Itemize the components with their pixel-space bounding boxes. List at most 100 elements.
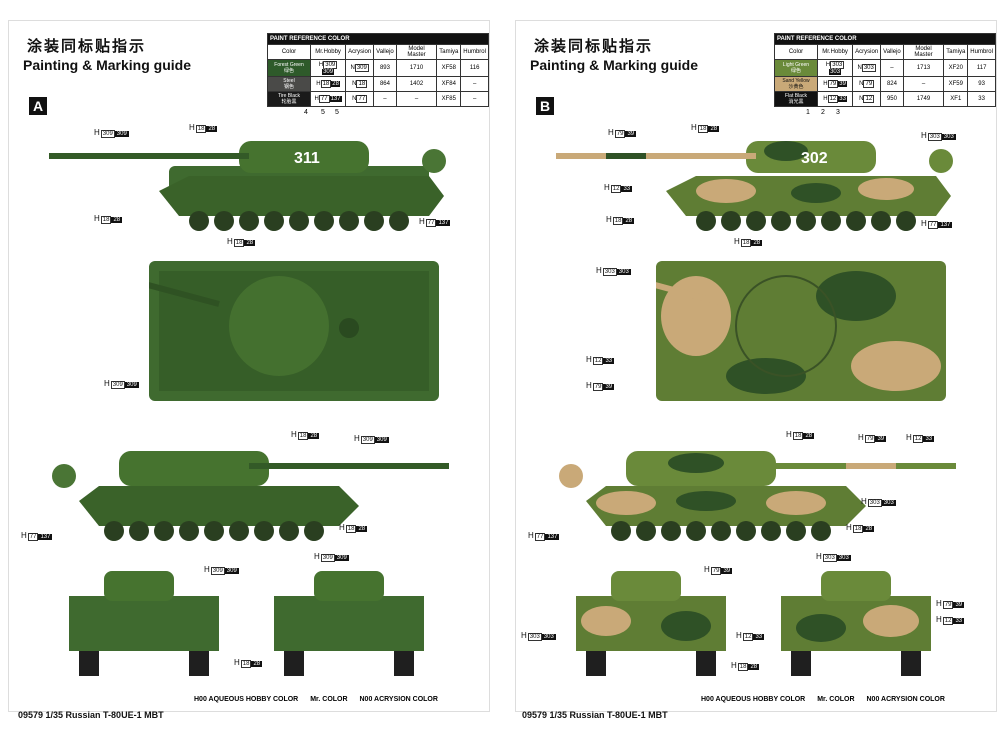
legend-acrysion: N00 ACRYSION COLOR xyxy=(359,696,438,703)
paint-reference-table: PAINT REFERENCE COLOR Color Mr.Hobby Acr… xyxy=(267,33,489,107)
turret-number: 302 xyxy=(801,150,828,167)
legend-hobby: H00 AQUEOUS HOBBY COLOR xyxy=(701,696,806,703)
legend-mr: Mr. COLOR xyxy=(310,696,348,703)
product-footer: 09579 1/35 Russian T-80UE-1 MBT xyxy=(18,710,164,720)
scheme-letter: A xyxy=(29,97,47,115)
col-header: Mr.Hobby xyxy=(816,44,854,60)
turret-number: 311 xyxy=(294,150,320,167)
legend-hobby: H00 AQUEOUS HOBBY COLOR xyxy=(194,696,299,703)
legend-mr: Mr. COLOR xyxy=(817,696,855,703)
tank-top-view xyxy=(656,256,946,401)
col-header: Tamiya xyxy=(943,44,969,60)
title-en: Painting & Marking guide xyxy=(530,57,699,73)
tank-top-view xyxy=(149,256,439,401)
col-header: Vallejo xyxy=(880,44,904,60)
tank-rear-view xyxy=(781,571,931,676)
callout-number: 4 xyxy=(304,109,308,116)
col-header: Acrysion xyxy=(345,44,375,60)
callout-number: 1 xyxy=(806,109,810,116)
table-title: PAINT REFERENCE COLOR xyxy=(267,33,489,45)
callout-number: 5 xyxy=(335,109,339,116)
sheet-scheme-b: 涂装同标贴指示 Painting & Marking guide B PAINT… xyxy=(515,20,997,712)
tank-front-view xyxy=(576,571,726,676)
col-header: Vallejo xyxy=(373,44,397,60)
callout-number: 5 xyxy=(321,109,325,116)
paint-reference-table: PAINT REFERENCE COLOR Color Mr.Hobby Acr… xyxy=(774,33,996,107)
col-header: Tamiya xyxy=(436,44,462,60)
col-header: Color xyxy=(267,44,311,60)
col-header: Mr.Hobby xyxy=(309,44,347,60)
col-header: Model Master xyxy=(395,44,438,60)
tank-front-view xyxy=(69,571,219,676)
sheet-scheme-a: 涂装同标贴指示 Painting & Marking guide A PAINT… xyxy=(8,20,490,712)
tank-side-view-left xyxy=(559,451,956,541)
callout-number: 2 xyxy=(821,109,825,116)
col-header: Humbrol xyxy=(460,44,489,60)
tank-rear-view xyxy=(274,571,424,676)
table-title: PAINT REFERENCE COLOR xyxy=(774,33,996,45)
callout-number: 3 xyxy=(836,109,840,116)
title-cn: 涂装同标贴指示 xyxy=(27,37,147,55)
tank-side-view-left xyxy=(52,451,449,541)
col-header: Humbrol xyxy=(967,44,996,60)
legend-acrysion: N00 ACRYSION COLOR xyxy=(866,696,945,703)
col-header: Color xyxy=(774,44,818,60)
product-footer: 09579 1/35 Russian T-80UE-1 MBT xyxy=(522,710,668,720)
legend: H00 AQUEOUS HOBBY COLOR Mr. COLOR N00 AC… xyxy=(701,696,955,703)
tank-side-view-right: 311 xyxy=(49,141,446,231)
title-cn: 涂装同标贴指示 xyxy=(534,37,654,55)
scheme-letter: B xyxy=(536,97,554,115)
tank-side-view-right: 302 xyxy=(556,141,953,231)
title-en: Painting & Marking guide xyxy=(23,57,192,73)
legend: H00 AQUEOUS HOBBY COLOR Mr. COLOR N00 AC… xyxy=(194,696,448,703)
col-header: Acrysion xyxy=(852,44,882,60)
col-header: Model Master xyxy=(902,44,945,60)
